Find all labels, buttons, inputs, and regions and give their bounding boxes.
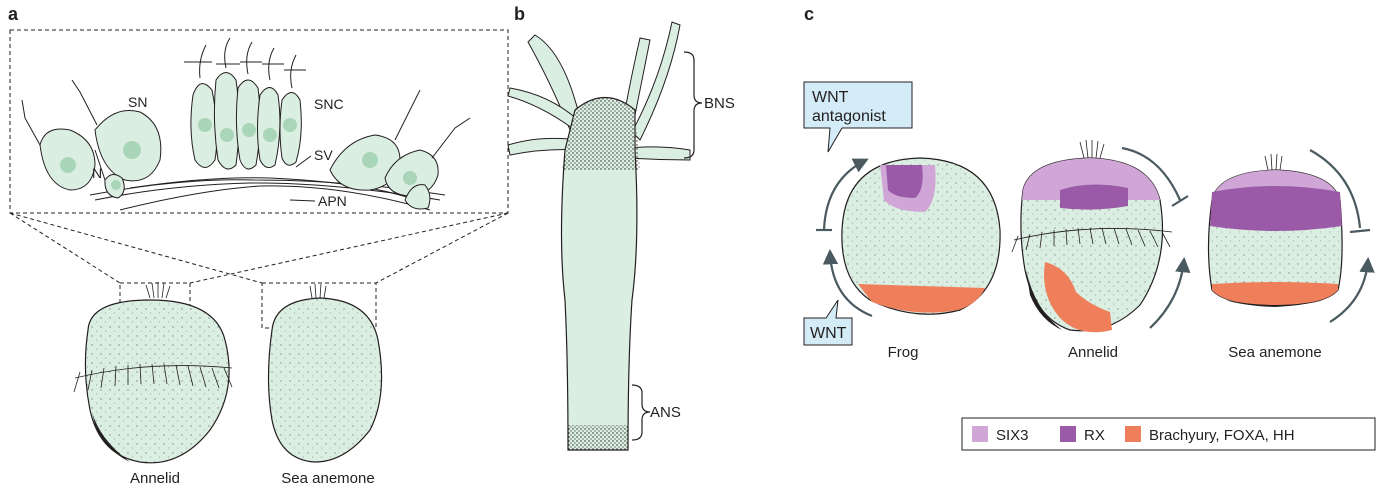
frog-brachyury-domain — [858, 284, 985, 313]
apical-tuft — [146, 282, 170, 298]
panel-a: a — [8, 4, 508, 487]
foot-dense-region — [568, 425, 628, 450]
snc-cluster — [184, 38, 306, 169]
legend-swatch-rx — [1060, 426, 1076, 442]
annelid-rx-domain — [1060, 184, 1128, 209]
legend-swatch-six3 — [972, 426, 988, 442]
signal-wnt-antagonist-line2: antagonist — [812, 108, 886, 125]
caption-annelid-a: Annelid — [130, 470, 180, 487]
label-apn: APN — [318, 193, 347, 209]
anemone-rx-domain — [1210, 186, 1342, 231]
label-ans: ANS — [650, 404, 681, 421]
frog-embryo: Frog — [842, 158, 1000, 361]
signal-wnt: WNT — [810, 325, 847, 342]
caption-frog: Frog — [888, 344, 919, 361]
label-n: N — [92, 165, 102, 181]
panel-c-letter: c — [804, 4, 814, 24]
projection-lines — [10, 213, 508, 328]
annelid-embryo-c: Annelid — [1012, 140, 1172, 361]
annelid-larva-a: Annelid — [74, 282, 232, 487]
caption-sea-anemone-c: Sea anemone — [1228, 344, 1321, 361]
panel-c: c WNT antagonist WNT Frog — [804, 4, 1375, 450]
label-sn: SN — [128, 94, 147, 110]
legend-label-rx: RX — [1084, 427, 1105, 444]
expression-legend: SIX3 RX Brachyury, FOXA, HH — [962, 418, 1375, 450]
wnt-antagonist-callout: WNT antagonist — [804, 82, 912, 152]
panel-b: b BNS ANS — [508, 4, 735, 450]
label-snc: SNC — [314, 96, 344, 112]
caption-annelid-c: Annelid — [1068, 344, 1118, 361]
bns-bracket — [684, 52, 702, 158]
neuron-diagram — [22, 38, 470, 210]
legend-swatch-brachyury — [1125, 426, 1141, 442]
legend-label-brachyury: Brachyury, FOXA, HH — [1149, 427, 1295, 444]
panel-a-letter: a — [8, 4, 19, 24]
signal-wnt-antagonist-line1: WNT — [812, 89, 849, 106]
label-bns: BNS — [704, 95, 735, 112]
label-sv: SV — [314, 147, 333, 163]
legend-label-six3: SIX3 — [996, 427, 1029, 444]
sea-anemone-larva-a: Sea anemone — [269, 284, 382, 487]
sea-anemone-embryo-c: Sea anemone — [1209, 154, 1343, 361]
wnt-callout: WNT — [804, 300, 852, 345]
caption-sea-anemone-a: Sea anemone — [281, 470, 374, 487]
panel-b-letter: b — [514, 4, 525, 24]
ans-bracket — [632, 385, 650, 440]
hydra-polyp: BNS ANS — [508, 22, 735, 450]
